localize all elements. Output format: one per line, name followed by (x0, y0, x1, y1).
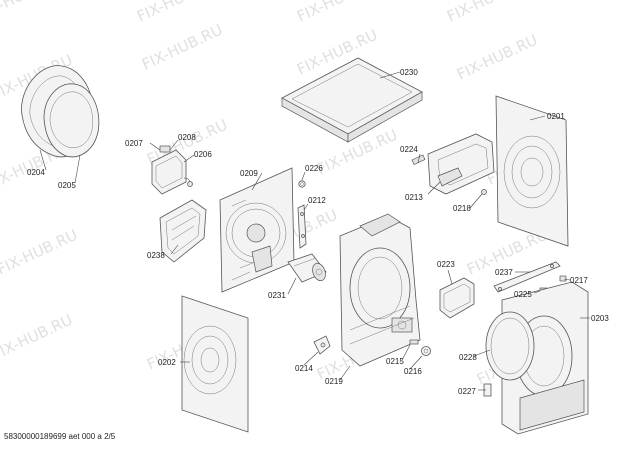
part-label-0216: 0216 (404, 367, 422, 376)
part-label-0201: 0201 (547, 112, 565, 121)
front-panel-left-part (181, 295, 249, 433)
document-footer: 58300000189699 aet 000 a 2/5 (4, 432, 116, 441)
watermark: FIX-HUB.RU (0, 226, 80, 279)
part-label-0203: 0203 (591, 314, 609, 323)
part-label-0228: 0228 (459, 353, 477, 362)
part-label-0219: 0219 (325, 377, 343, 386)
part-label-0208: 0208 (178, 133, 196, 142)
foot-part (409, 339, 431, 356)
motor-part (287, 253, 327, 283)
door-seal-part (21, 65, 100, 158)
rear-panel-part (219, 167, 295, 293)
part-label-0209: 0209 (240, 169, 258, 178)
watermark: FIX-HUB.RU (454, 31, 540, 84)
part-label-0238: 0238 (147, 251, 165, 260)
part-label-0204: 0204 (27, 168, 45, 177)
watermark: FIX-HUB.RU (444, 0, 530, 26)
top-cover-part (281, 57, 423, 143)
part-labels: 0204 0205 0207 0208 0206 0209 0226 0212 … (27, 68, 609, 396)
control-panel-part (411, 133, 495, 195)
bracket-part-0238 (159, 199, 207, 263)
part-label-0230: 0230 (400, 68, 418, 77)
ring-part-0226 (298, 180, 306, 188)
watermark: FIX-HUB.RU (294, 0, 380, 26)
part-label-0207: 0207 (125, 139, 143, 148)
leader-lines (39, 71, 590, 391)
watermark: FIX-HUB.RU (134, 0, 220, 26)
door-seal-front-part (485, 311, 535, 381)
sensor-strip-part (297, 204, 307, 249)
clip-part-0214 (313, 335, 331, 355)
part-label-0215: 0215 (386, 357, 404, 366)
part-label-0218: 0218 (453, 204, 471, 213)
part-label-0231: 0231 (268, 291, 286, 300)
part-label-0237: 0237 (495, 268, 513, 277)
part-label-0225: 0225 (514, 290, 532, 299)
watermark: FIX-HUB.RU (0, 311, 75, 364)
side-panel-right-part (495, 95, 569, 247)
part-label-0212: 0212 (308, 196, 326, 205)
part-label-0223: 0223 (437, 260, 455, 269)
part-label-0224: 0224 (400, 145, 418, 154)
front-frame-part (339, 213, 421, 367)
part-label-0217: 0217 (570, 276, 588, 285)
part-label-0213: 0213 (405, 193, 423, 202)
part-label-0205: 0205 (58, 181, 76, 190)
part-label-0206: 0206 (194, 150, 212, 159)
watermark: FIX-HUB.RU (0, 0, 60, 24)
part-label-0214: 0214 (295, 364, 313, 373)
part-label-0202: 0202 (158, 358, 176, 367)
sensor-bracket-part (151, 145, 193, 195)
part-label-0227: 0227 (458, 387, 476, 396)
filter-housing-part (439, 277, 475, 319)
watermark: FIX-HUB.RU (139, 21, 225, 74)
part-label-0226: 0226 (305, 164, 323, 173)
